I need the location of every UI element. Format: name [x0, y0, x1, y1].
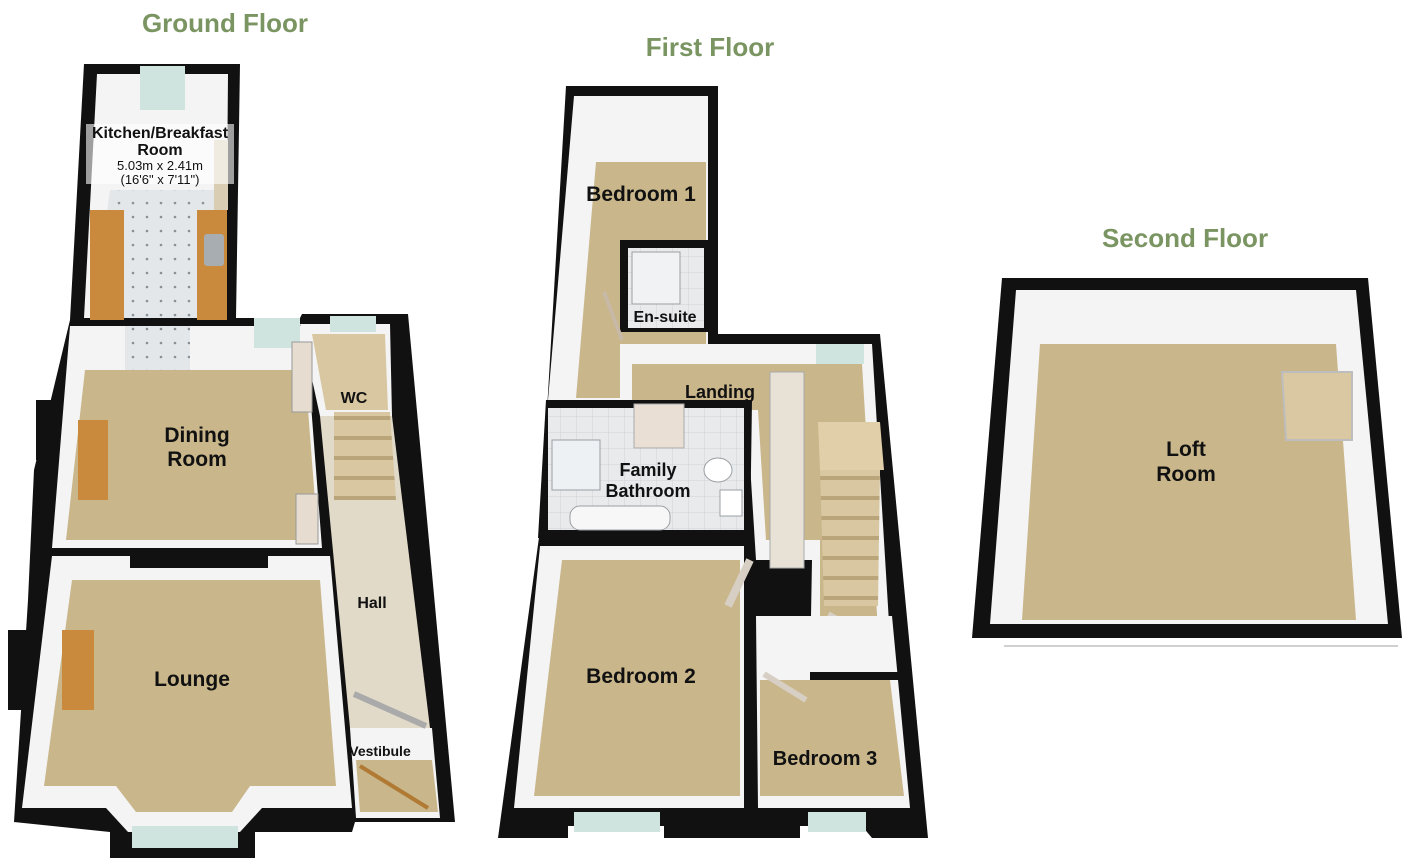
loft-stair-railing[interactable]	[1280, 371, 1353, 441]
dining-fireplace	[78, 420, 108, 500]
first-floor-title: First Floor	[646, 32, 775, 62]
ensuite-label: En-suite	[633, 309, 696, 326]
kitchen-window	[140, 66, 185, 110]
landing-room: Landing	[620, 344, 892, 673]
bathroom-room: Family Bathroom	[538, 400, 752, 538]
kitchen-room: Kitchen/Breakfast Room 5.03m x 2.41m (16…	[84, 66, 234, 320]
bedroom2-door[interactable]	[724, 558, 754, 608]
sink-icon	[204, 234, 224, 266]
dining-label-line1: Dining	[164, 424, 229, 447]
front-door[interactable]	[358, 764, 430, 810]
loft-label-line1: Loft	[1166, 438, 1206, 461]
kitchen-dim-imperial: (16'6" x 7'11")	[121, 172, 200, 187]
wc-door[interactable]	[291, 341, 313, 413]
bedroom3-inner-door[interactable]	[762, 671, 808, 703]
bathtub-icon	[569, 505, 671, 531]
basin-icon	[719, 489, 743, 517]
bedroom3-room: Bedroom 3	[746, 616, 910, 832]
vestibule-room: Vestibule	[349, 691, 440, 818]
ensuite-room: En-suite	[602, 240, 710, 341]
hall-room: Hall	[295, 412, 430, 728]
ground-floor: Ground Floor Kitchen/Breakfast Room 5.03…	[8, 8, 455, 858]
shower-enclosure-icon	[551, 439, 601, 491]
stair-banister	[769, 371, 805, 569]
ground-stairs[interactable]	[334, 412, 396, 500]
second-floor-title: Second Floor	[1102, 223, 1268, 253]
lounge-room: Lounge	[8, 556, 352, 848]
bathroom-label-line1: Family	[619, 460, 676, 480]
kitchen-label-line1: Kitchen/Breakfast	[92, 125, 229, 142]
bedroom2-label: Bedroom 2	[586, 665, 696, 688]
bathroom-label-line2: Bathroom	[606, 481, 691, 501]
kitchen-label-line2: Room	[137, 142, 182, 159]
wc-label: WC	[341, 390, 368, 407]
lounge-fireplace	[62, 630, 94, 710]
bedroom3-label: Bedroom 3	[773, 748, 877, 770]
vestibule-label: Vestibule	[349, 743, 411, 759]
wc-room: WC	[291, 316, 392, 416]
dining-door[interactable]	[295, 493, 319, 545]
dining-label-line2: Room	[167, 448, 227, 471]
ground-floor-title: Ground Floor	[142, 8, 308, 38]
vestibule-inner-door[interactable]	[352, 691, 428, 729]
first-floor: First Floor Bedroom 1 En-suite Landing	[498, 32, 928, 838]
toilet-icon	[703, 457, 733, 483]
loft-label-line2: Room	[1156, 463, 1216, 486]
bathroom-door[interactable]	[633, 403, 685, 449]
landing-label: Landing	[685, 382, 755, 402]
loft-stairs-upper[interactable]	[818, 422, 884, 470]
hall-label: Hall	[357, 595, 386, 612]
kitchen-dim-metric: 5.03m x 2.41m	[117, 158, 203, 173]
bedroom2-room: Bedroom 2	[514, 546, 754, 832]
first-stairs[interactable]	[820, 470, 880, 606]
ensuite-door[interactable]	[602, 291, 624, 341]
second-floor: Second Floor Loft Room	[972, 223, 1402, 647]
kitchen-worktop-left	[90, 210, 124, 320]
lounge-bay-window	[132, 826, 238, 848]
dining-room: Dining Room	[36, 318, 322, 548]
shower-icon	[631, 251, 681, 305]
loft-room: Loft Room	[972, 278, 1402, 647]
lounge-label: Lounge	[154, 668, 230, 691]
bedroom1-label: Bedroom 1	[586, 183, 696, 206]
